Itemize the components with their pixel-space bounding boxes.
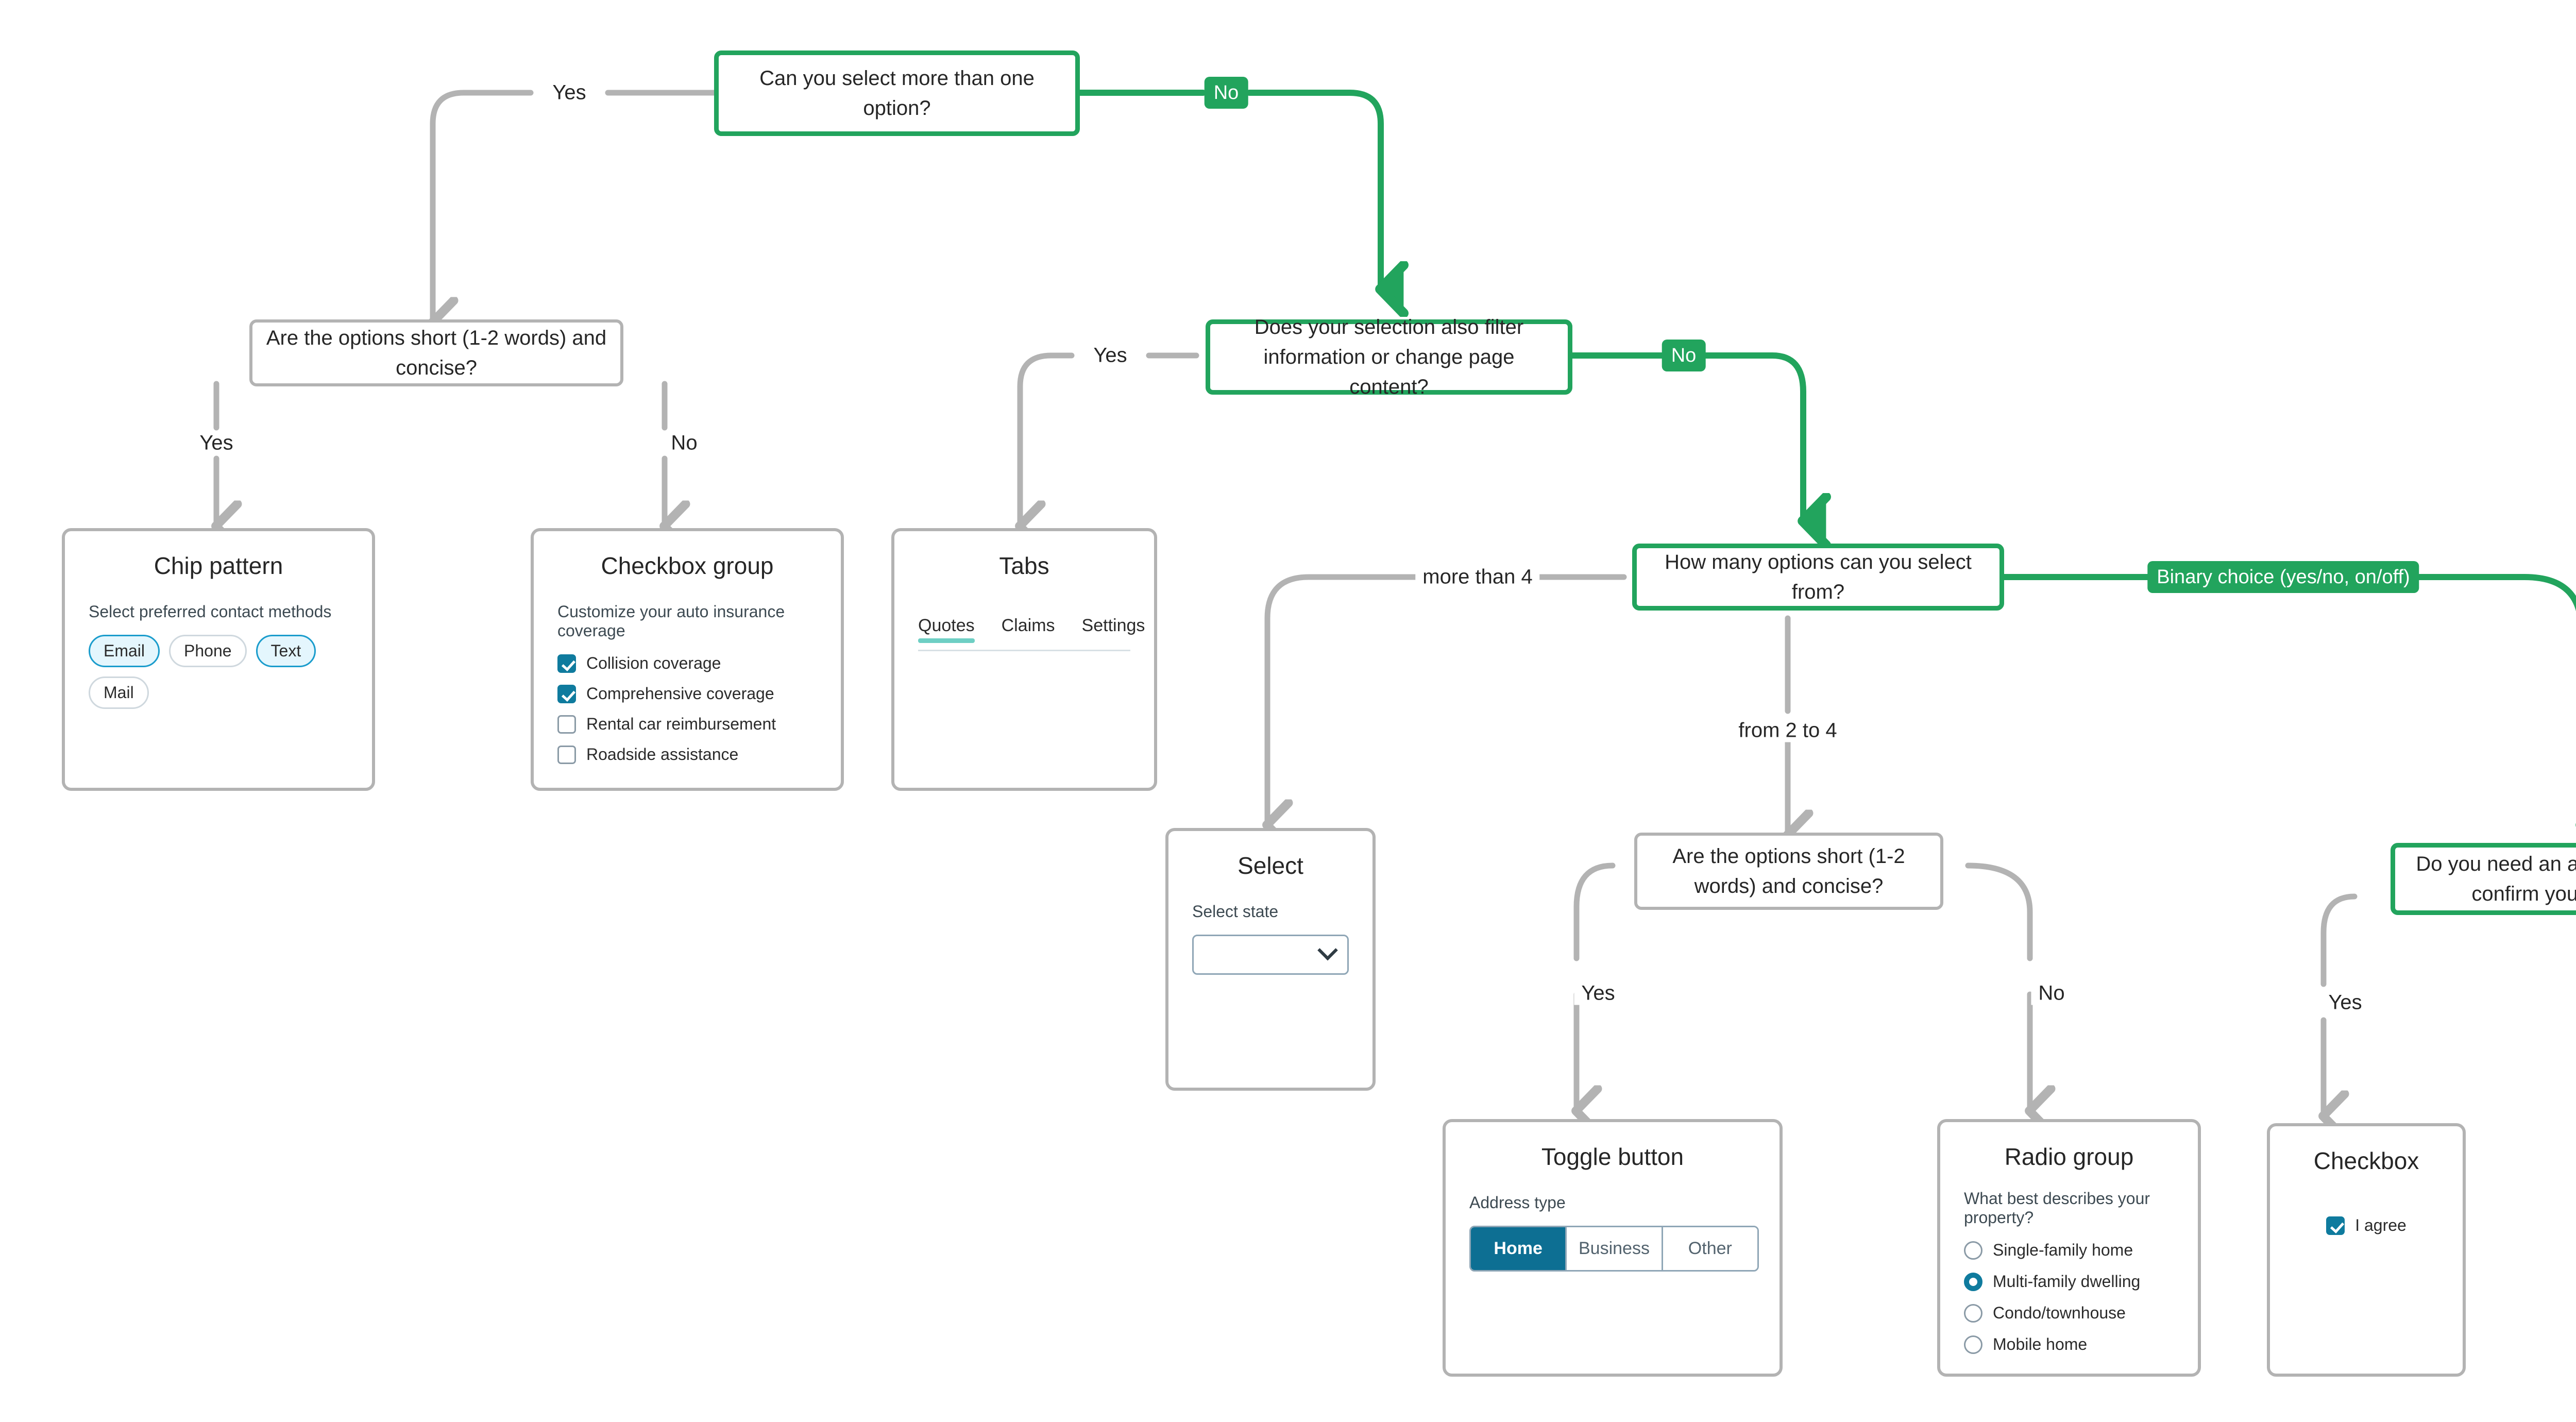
select-input[interactable]	[1192, 935, 1349, 975]
edge-label-q5-no: No	[2031, 981, 2072, 1005]
decision-node-options-short-1[interactable]: Are the options short (1-2 words) and co…	[249, 319, 623, 386]
checkbox-row-comprehensive[interactable]: Comprehensive coverage	[557, 684, 817, 703]
card-select: Select Select state	[1165, 828, 1376, 1091]
checkbox-row-collision[interactable]: Collision coverage	[557, 654, 817, 673]
edge-label-q4-more-than-4: more than 4	[1415, 565, 1540, 589]
chip-list: Email Phone Text Mail	[89, 635, 348, 709]
radio-selected-icon[interactable]	[1964, 1272, 1982, 1291]
radio-field-label: What best describes your property?	[1964, 1189, 2150, 1227]
decision-node-label: Can you select more than one option?	[759, 67, 1035, 120]
edge-label-q2-yes: Yes	[192, 431, 241, 455]
card-title: Radio group	[2004, 1143, 2134, 1170]
chip-text[interactable]: Text	[256, 635, 316, 667]
chevron-down-icon[interactable]	[1317, 940, 1338, 961]
card-title: Tabs	[999, 552, 1049, 579]
radio-label: Mobile home	[1993, 1335, 2088, 1353]
radio-unselected-icon[interactable]	[1964, 1304, 1982, 1323]
edge-label-q6-yes: Yes	[2321, 991, 2369, 1014]
checkbox-unchecked-icon[interactable]	[557, 715, 576, 734]
tab-claims[interactable]: Claims	[1001, 616, 1055, 635]
checkbox-row-i-agree[interactable]: I agree	[2326, 1216, 2406, 1235]
checkbox-label: I agree	[2355, 1216, 2406, 1234]
chip-email[interactable]: Email	[89, 635, 160, 667]
radio-label: Multi-family dwelling	[1993, 1272, 2141, 1291]
decision-node-label: Are the options short (1-2 words) and co…	[1672, 845, 1905, 898]
decision-node-can-select-multiple[interactable]: Can you select more than one option?	[714, 50, 1080, 136]
edge-badge-q3-no: No	[1662, 340, 1706, 371]
chip-phone[interactable]: Phone	[169, 635, 247, 667]
edge-label-q2-no: No	[664, 431, 705, 455]
edge-label-q5-yes: Yes	[1574, 981, 1622, 1005]
checkbox-row-roadside[interactable]: Roadside assistance	[557, 745, 817, 764]
card-chip-pattern: Chip pattern Select preferred contact me…	[62, 528, 375, 791]
checkbox-group-field-label: Customize your auto insurance coverage	[557, 602, 785, 640]
card-checkbox-group: Checkbox group Customize your auto insur…	[531, 528, 844, 791]
select-field-label: Select state	[1192, 902, 1279, 921]
toggle-button-group: Home Business Other	[1469, 1226, 1759, 1272]
radio-unselected-icon[interactable]	[1964, 1241, 1982, 1260]
decision-node-how-many-options[interactable]: How many options can you select from?	[1632, 544, 2004, 611]
card-title: Checkbox	[2313, 1147, 2419, 1174]
card-tabs: Tabs Quotes Claims Settings	[891, 528, 1157, 791]
card-title: Chip pattern	[154, 552, 283, 579]
decision-node-label: How many options can you select from?	[1665, 551, 1972, 603]
checkbox-label: Roadside assistance	[586, 745, 739, 764]
decision-node-options-short-2[interactable]: Are the options short (1-2 words) and co…	[1634, 833, 1943, 910]
card-radio-group: Radio group What best describes your pro…	[1937, 1119, 2201, 1377]
card-checkbox: Checkbox I agree	[2267, 1123, 2466, 1377]
decision-node-label: Does your selection also filter informat…	[1254, 316, 1524, 398]
tab-quotes[interactable]: Quotes	[918, 616, 975, 643]
checkbox-label: Comprehensive coverage	[586, 684, 774, 703]
checkbox-checked-icon[interactable]	[557, 684, 576, 703]
chip-field-label: Select preferred contact methods	[89, 602, 332, 621]
radio-row-mobile-home[interactable]: Mobile home	[1964, 1335, 2174, 1354]
decision-node-label: Are the options short (1-2 words) and co…	[266, 327, 607, 379]
edge-label-q3-yes: Yes	[1086, 344, 1134, 367]
toggle-option-home[interactable]: Home	[1471, 1227, 1567, 1270]
tab-rule	[918, 650, 1130, 651]
checkbox-checked-icon[interactable]	[557, 654, 576, 673]
edge-label-q1-yes: Yes	[545, 81, 594, 105]
checkbox-checked-icon[interactable]	[2326, 1216, 2345, 1235]
toggle-field-label: Address type	[1469, 1193, 1566, 1212]
decision-node-additional-confirm[interactable]: Do you need an additional action to conf…	[2391, 843, 2576, 915]
decision-node-filters-content[interactable]: Does your selection also filter informat…	[1206, 316, 1572, 398]
checkbox-unchecked-icon[interactable]	[557, 745, 576, 764]
toggle-option-other[interactable]: Other	[1663, 1227, 1757, 1270]
chip-mail[interactable]: Mail	[89, 676, 149, 709]
tab-settings[interactable]: Settings	[1081, 616, 1145, 635]
card-toggle-button: Toggle button Address type Home Business…	[1443, 1119, 1783, 1377]
radio-row-condo[interactable]: Condo/townhouse	[1964, 1304, 2174, 1323]
edge-label-q4-from-2-to-4: from 2 to 4	[1731, 719, 1844, 742]
checkbox-row-rental-car[interactable]: Rental car reimbursement	[557, 715, 817, 734]
radio-label: Single-family home	[1993, 1241, 2133, 1259]
radio-row-multi-family[interactable]: Multi-family dwelling	[1964, 1272, 2174, 1291]
checkbox-label: Rental car reimbursement	[586, 715, 776, 733]
edge-badge-q1-no: No	[1204, 77, 1248, 109]
card-title: Toggle button	[1541, 1143, 1684, 1170]
radio-row-single-family[interactable]: Single-family home	[1964, 1241, 2174, 1260]
edge-badge-q4-binary-choice: Binary choice (yes/no, on/off)	[2147, 561, 2419, 593]
radio-unselected-icon[interactable]	[1964, 1335, 1982, 1354]
card-title: Checkbox group	[601, 552, 774, 579]
card-title: Select	[1238, 852, 1303, 879]
decision-node-label: Do you need an additional action to conf…	[2416, 853, 2576, 905]
radio-label: Condo/townhouse	[1993, 1304, 2126, 1322]
checkbox-label: Collision coverage	[586, 654, 721, 672]
toggle-option-business[interactable]: Business	[1567, 1227, 1663, 1270]
tab-list: Quotes Claims Settings	[918, 616, 1145, 651]
